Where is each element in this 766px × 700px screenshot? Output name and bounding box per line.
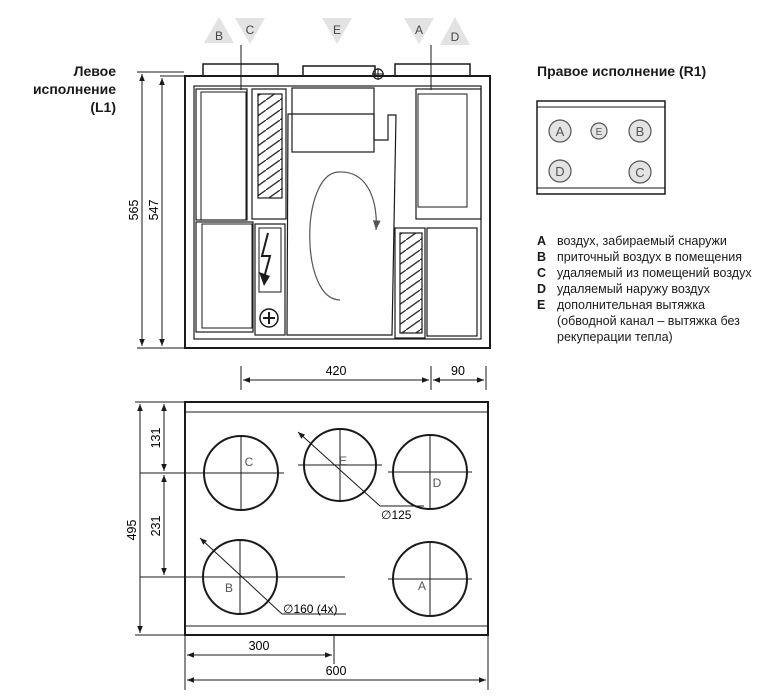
marker-label-e: E	[333, 23, 341, 37]
marker-label-b: B	[215, 29, 223, 43]
filter-left-bottom	[195, 221, 254, 333]
electric-hazard-icon	[260, 232, 272, 279]
duct-label-d: D	[433, 476, 442, 490]
dim-front-heights	[137, 71, 184, 349]
top-view	[140, 401, 489, 636]
exchanger-upper-frame	[251, 88, 287, 220]
heat-exchanger-upper	[257, 93, 283, 199]
dim-width-spigot: 420	[326, 364, 347, 378]
marker-triangle-e	[322, 18, 352, 44]
legend-item-c: C удаляемый из помещений воздух	[537, 266, 752, 280]
dim-height-outer: 565	[127, 200, 141, 221]
duct-label-c: C	[245, 455, 254, 469]
filter-right-bottom	[426, 227, 478, 337]
dim-height-inner: 547	[147, 200, 161, 221]
duct-label-b: B	[225, 581, 233, 595]
bypass-box	[291, 87, 375, 153]
fan-chamber	[286, 113, 397, 336]
title-right-version: Правое исполнение (R1)	[537, 63, 707, 79]
r1-port-label-e: E	[596, 127, 603, 138]
r1-port-a	[548, 119, 572, 143]
airflow-rotation-arrow	[309, 171, 381, 301]
dim-spigot-spacing	[240, 366, 487, 390]
unit-inner-wall	[193, 85, 482, 340]
r1-port-b	[628, 119, 652, 143]
marker-triangle-c	[235, 18, 265, 44]
dim-diameter-main: ∅160 (4x)	[283, 602, 337, 616]
dim-depth-front: 131	[149, 428, 163, 449]
dim-diameter-bypass: ∅125	[381, 508, 412, 522]
title-left-line-2: исполнение	[32, 81, 116, 97]
marker-triangle-b	[204, 17, 234, 43]
marker-label-c: C	[246, 23, 255, 37]
filter-left-top	[195, 88, 248, 221]
title-left-line-3: (L1)	[90, 99, 116, 115]
control-box	[254, 223, 286, 336]
dim-depth-total: 495	[125, 520, 139, 541]
unit-casing	[184, 75, 491, 349]
legend: A воздух, забираемый снаружи B приточный…	[537, 233, 762, 345]
marker-triangle-d	[440, 17, 470, 45]
legend-item-a: A воздух, забираемый снаружи	[537, 234, 727, 248]
dim-depth-rear: 231	[149, 516, 163, 537]
r1-port-c	[628, 160, 652, 184]
r1-port-label-d: D	[555, 164, 564, 179]
r1-plate	[536, 100, 666, 195]
spigot-right	[394, 63, 471, 77]
plus-terminal-icon	[259, 308, 279, 328]
r1-port-label-c: C	[635, 165, 644, 180]
duct-label-e: E	[339, 454, 347, 468]
dim-width-total: 600	[326, 664, 347, 678]
r1-port-d	[548, 159, 572, 183]
dim-width-half: 300	[249, 639, 270, 653]
r1-port-label-a: A	[556, 124, 565, 139]
legend-item-b: B приточный воздух в помещения	[537, 250, 742, 264]
duct-label-a: A	[418, 579, 426, 593]
marker-label-a: A	[415, 23, 423, 37]
filter-right-top	[415, 88, 482, 220]
heat-exchanger-lower	[399, 232, 423, 334]
title-left-version: Левое исполнение (L1)	[20, 62, 116, 116]
spigot-middle	[302, 65, 376, 77]
dim-bottom-widths	[184, 636, 489, 690]
unit-top-plate	[184, 401, 489, 636]
top-markers: B C E A D	[204, 17, 470, 45]
r1-port-e	[590, 122, 608, 140]
marker-label-d: D	[451, 30, 460, 44]
legend-item-e: E дополнительная вытяжка (обводной канал…	[537, 298, 740, 344]
marker-triangle-a	[404, 18, 434, 44]
r1-schematic	[536, 100, 666, 195]
title-left-line-1: Левое	[73, 63, 116, 79]
legend-item-d: D удаляемый наружу воздух	[537, 282, 710, 296]
r1-port-label-b: B	[636, 124, 645, 139]
exchanger-lower-frame	[394, 227, 426, 339]
dim-width-edge: 90	[451, 364, 465, 378]
dim-top-depths	[135, 401, 184, 636]
front-view	[184, 45, 491, 349]
